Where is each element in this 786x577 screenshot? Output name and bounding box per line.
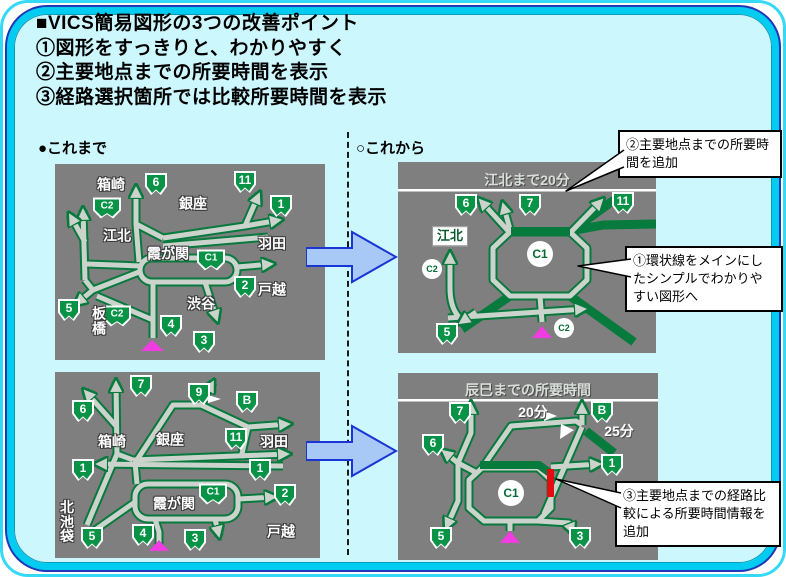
- map-label-hakozaki: 箱崎: [98, 433, 126, 450]
- map-label-shibuya: 渋谷: [187, 295, 215, 312]
- route-badge-6: 6: [455, 194, 477, 216]
- route-badge-3: 3: [184, 529, 206, 551]
- route-badge-1-left: 1: [72, 459, 94, 481]
- map-label-hakozaki: 箱崎: [97, 176, 125, 193]
- route-badge-4: 4: [160, 315, 182, 337]
- flow-arrow-bottom: [306, 424, 398, 478]
- route-badge-11: 11: [225, 428, 247, 450]
- route-badge-3: 3: [193, 331, 215, 353]
- title-line-3: ②主要地点までの所要時間を表示: [36, 62, 329, 83]
- title-line-1: ■VICS簡易図形の3つの改善ポイント: [36, 13, 359, 34]
- route-badge-5: 5: [430, 527, 452, 549]
- map-label-togoshi: 戸越: [267, 523, 295, 540]
- route-badge-b: B: [236, 391, 258, 413]
- current-position-triangle: [500, 531, 520, 543]
- map-header-text: 江北まで20分: [484, 172, 570, 188]
- after-bottom-road-network: [398, 399, 658, 543]
- map-label-kita-ikebukuro: 北池袋: [59, 498, 74, 545]
- title-block: ■VICS簡易図形の3つの改善ポイント ①図形をすっきりと、わかりやすく ②主要…: [36, 12, 387, 110]
- route-circle-c2-left: C2: [422, 259, 442, 279]
- title-line-4: ③経路選択箇所では比較所要時間を表示: [36, 86, 388, 108]
- route-badge-3: 3: [569, 527, 591, 549]
- route-badge-6: 6: [72, 400, 94, 422]
- map-label-itabashi: 板橋: [91, 305, 106, 336]
- route-badge-11: 11: [612, 192, 634, 214]
- map-before-bottom: 7 9 6 B 11 1 1 2 C1 5 4 3 箱崎 銀座 羽田 霞が関 北…: [55, 372, 320, 558]
- route-badge-6: 6: [145, 173, 167, 195]
- callout-point-3: ③主要地点までの経路比較による所要時間情報を追加: [615, 481, 781, 547]
- current-position-triangle: [532, 326, 552, 338]
- route-badge-1: 1: [270, 195, 292, 217]
- route-badge-5: 5: [58, 299, 80, 321]
- map-label-ginza: 銀座: [156, 431, 184, 448]
- map-label-togoshi: 戸越: [258, 281, 286, 298]
- route-badge-2: 2: [234, 276, 256, 298]
- direction-arrow-icon: [544, 411, 557, 421]
- map-after-top: 江北まで20分 6 7 11 5 C2 C1 C2 江北: [398, 162, 656, 353]
- map-label-haneda: 羽田: [258, 235, 286, 252]
- map-label-kohoku-boxed: 江北: [431, 226, 469, 246]
- route-badge-7: 7: [449, 402, 471, 424]
- map-before-top: 6 11 1 C2 C1 2 5 C2 4 3 箱崎 銀座 江北 霞が関 羽田 …: [55, 164, 325, 360]
- callout-point-2: ②主要地点までの所要時間を追加: [618, 130, 782, 178]
- route-badge-1: 1: [601, 454, 623, 476]
- current-position-triangle: [149, 540, 169, 551]
- route-badge-9: 9: [188, 383, 210, 405]
- map-label-ginza: 銀座: [179, 195, 207, 212]
- after-top-road-network: [398, 189, 656, 346]
- map-label-kasumigaseki: 霞が関: [147, 245, 189, 262]
- route-badge-1-right: 1: [249, 459, 271, 481]
- map-header-text: 辰巳までの所要時間: [465, 382, 591, 398]
- travel-time-right-route: 25分: [604, 423, 634, 439]
- map-label-kohoku: 江北: [103, 227, 131, 244]
- route-badge-b: B: [591, 401, 613, 423]
- header-divider-line: [398, 189, 656, 192]
- column-divider: [347, 132, 349, 555]
- route-badge-4: 4: [132, 524, 154, 546]
- route-circle-c2-bottom: C2: [554, 318, 574, 338]
- route-circle-c1: C1: [527, 241, 553, 267]
- map-label-haneda: 羽田: [260, 433, 288, 450]
- direction-arrow-icon: [208, 395, 221, 403]
- route-badge-c1: C1: [199, 483, 227, 505]
- route-badge-11: 11: [234, 171, 256, 193]
- column-label-after: ○これから: [356, 140, 426, 157]
- route-badge-5: 5: [81, 527, 103, 549]
- callout-point-1: ①環状線をメインにしたシンプルでわかりやすい図形へ: [625, 246, 783, 312]
- route-badge-5: 5: [436, 323, 458, 345]
- route-badge-6: 6: [422, 434, 444, 456]
- current-position-triangle: [141, 340, 164, 351]
- title-line-2: ①図形をすっきりと、わかりやすく: [36, 37, 347, 59]
- column-label-before: ●これまで: [38, 140, 108, 157]
- travel-time-left-route: 20分: [518, 404, 548, 420]
- route-badge-c2-top: C2: [93, 197, 121, 219]
- route-badge-c1: C1: [197, 249, 225, 271]
- flow-arrow-top: [306, 230, 398, 284]
- route-badge-c2-bottom: C2: [103, 305, 131, 327]
- before-top-road-network: [66, 164, 325, 351]
- congestion-segment: [547, 469, 554, 497]
- header-divider-line: [398, 399, 658, 402]
- map-label-kasumigaseki: 霞が関: [153, 495, 195, 512]
- route-badge-2: 2: [274, 484, 296, 506]
- route-badge-7: 7: [519, 194, 541, 216]
- direction-arrow-icon: [560, 424, 574, 439]
- map-after-bottom: 辰巳までの所要時間 7 B 6 1 5 3 C1 20分 25分: [398, 373, 658, 560]
- route-circle-c1: C1: [498, 480, 524, 506]
- route-badge-7: 7: [130, 375, 152, 397]
